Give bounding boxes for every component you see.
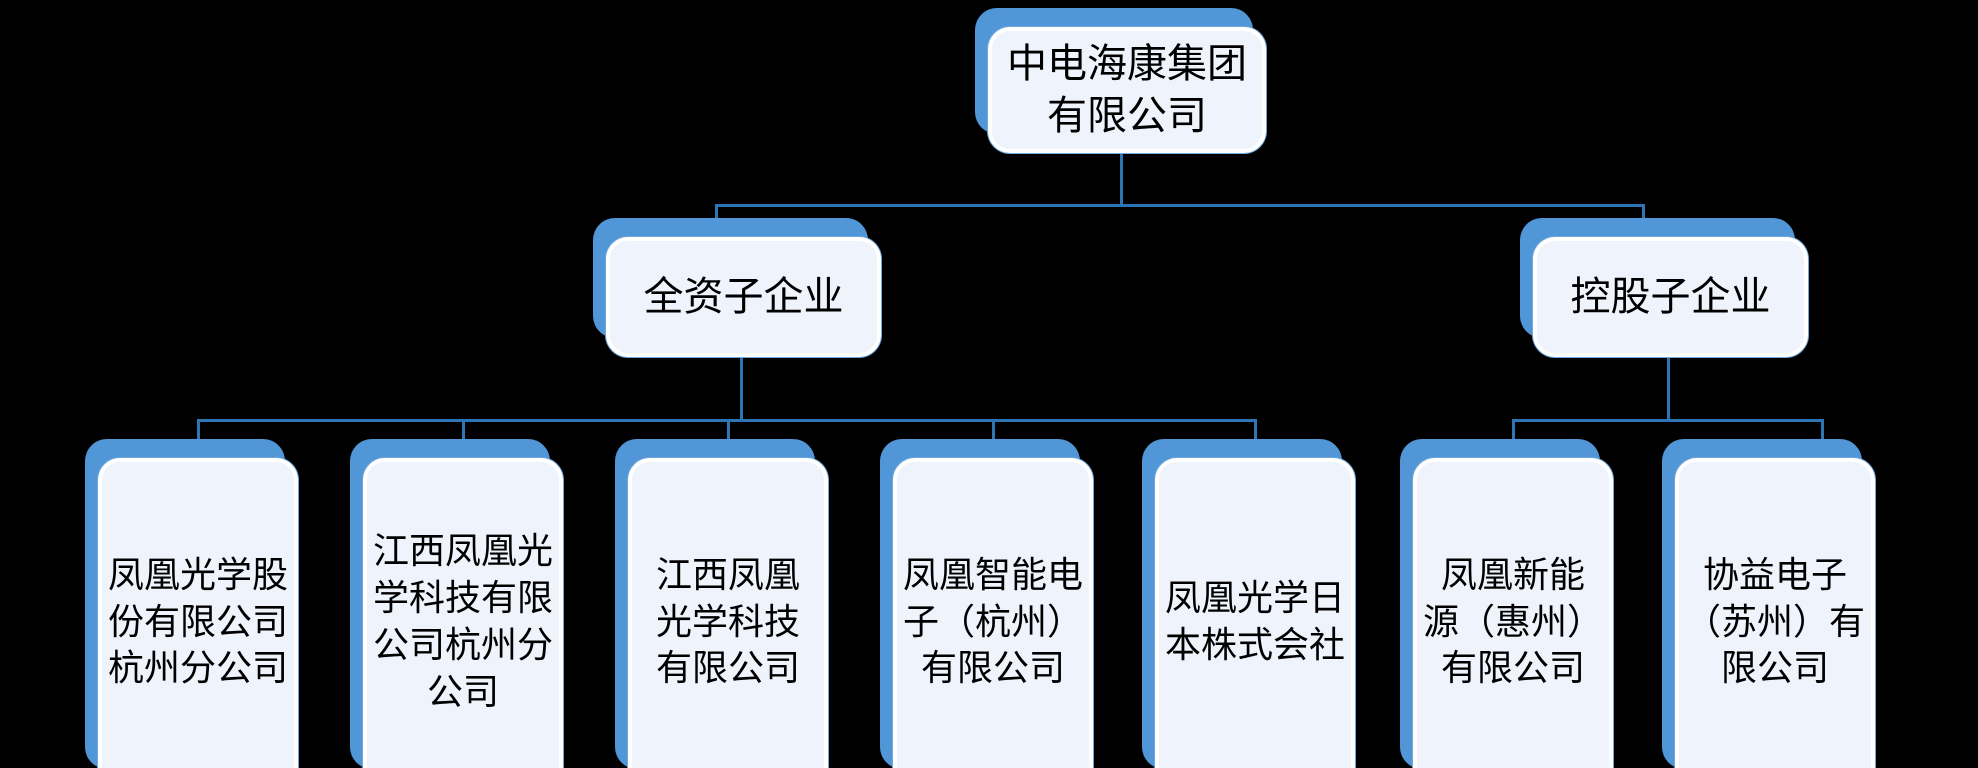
node-leaf-1-card[interactable]: 凤凰光学股 份有限公司 杭州分公司 [98, 458, 298, 768]
node-branch-wholly-owned[interactable]: 全资子企业 [593, 218, 881, 357]
node-leaf-5-label: 凤凰光学日 本株式会社 [1165, 578, 1346, 666]
connector-level2-bus [715, 204, 1645, 207]
node-leaf-1-label: 凤凰光学股 份有限公司 杭州分公司 [108, 554, 289, 690]
connector-right-branch-bus [1512, 419, 1824, 422]
connector-to-leaf-2 [462, 419, 465, 445]
connector-to-leaf-5 [1254, 419, 1257, 445]
node-leaf-5[interactable]: 凤凰光学日 本株式会社 [1142, 439, 1355, 768]
connector-to-controlling [1642, 204, 1645, 230]
connector-root-stem [1120, 150, 1123, 206]
node-branch-controlling[interactable]: 控股子企业 [1520, 218, 1808, 357]
node-leaf-7[interactable]: 协益电子 （苏州）有 限公司 [1662, 439, 1875, 768]
node-leaf-3-label: 江西凤凰 光学科技 有限公司 [655, 554, 800, 690]
node-leaf-4-card[interactable]: 凤凰智能电 子（杭州） 有限公司 [893, 458, 1093, 768]
connector-to-leaf-4 [992, 419, 995, 445]
node-leaf-2-card[interactable]: 江西凤凰光 学科技有限 公司杭州分 公司 [363, 458, 563, 768]
node-root-card[interactable]: 中电海康集团 有限公司 [988, 27, 1266, 153]
node-leaf-5-card[interactable]: 凤凰光学日 本株式会社 [1155, 458, 1355, 768]
node-leaf-7-label: 协益电子 （苏州）有 限公司 [1685, 554, 1866, 690]
node-leaf-1[interactable]: 凤凰光学股 份有限公司 杭州分公司 [85, 439, 298, 768]
node-leaf-6-card[interactable]: 凤凰新能 源（惠州） 有限公司 [1413, 458, 1613, 768]
connector-to-leaf-1 [197, 419, 200, 445]
node-leaf-3-card[interactable]: 江西凤凰 光学科技 有限公司 [628, 458, 828, 768]
node-leaf-3[interactable]: 江西凤凰 光学科技 有限公司 [615, 439, 828, 768]
connector-wholly-owned-stem [740, 325, 743, 421]
node-leaf-6[interactable]: 凤凰新能 源（惠州） 有限公司 [1400, 439, 1613, 768]
node-leaf-2[interactable]: 江西凤凰光 学科技有限 公司杭州分 公司 [350, 439, 563, 768]
node-branch-controlling-label: 控股子企业 [1570, 274, 1771, 320]
connector-controlling-stem [1667, 325, 1670, 421]
node-leaf-6-label: 凤凰新能 源（惠州） 有限公司 [1423, 554, 1604, 690]
node-root[interactable]: 中电海康集团 有限公司 [975, 8, 1266, 153]
node-leaf-4[interactable]: 凤凰智能电 子（杭州） 有限公司 [880, 439, 1093, 768]
node-branch-wholly-owned-card[interactable]: 全资子企业 [606, 237, 881, 357]
node-branch-wholly-owned-label: 全资子企业 [643, 274, 844, 320]
node-leaf-7-card[interactable]: 协益电子 （苏州）有 限公司 [1675, 458, 1875, 768]
connector-to-leaf-7 [1821, 419, 1824, 445]
node-branch-controlling-card[interactable]: 控股子企业 [1533, 237, 1808, 357]
node-leaf-4-label: 凤凰智能电 子（杭州） 有限公司 [903, 554, 1084, 690]
connector-to-leaf-3 [727, 419, 730, 445]
node-leaf-2-label: 江西凤凰光 学科技有限 公司杭州分 公司 [373, 531, 554, 713]
node-root-label: 中电海康集团 有限公司 [1007, 41, 1247, 139]
connector-to-leaf-6 [1512, 419, 1515, 445]
connector-to-wholly-owned [715, 204, 718, 230]
